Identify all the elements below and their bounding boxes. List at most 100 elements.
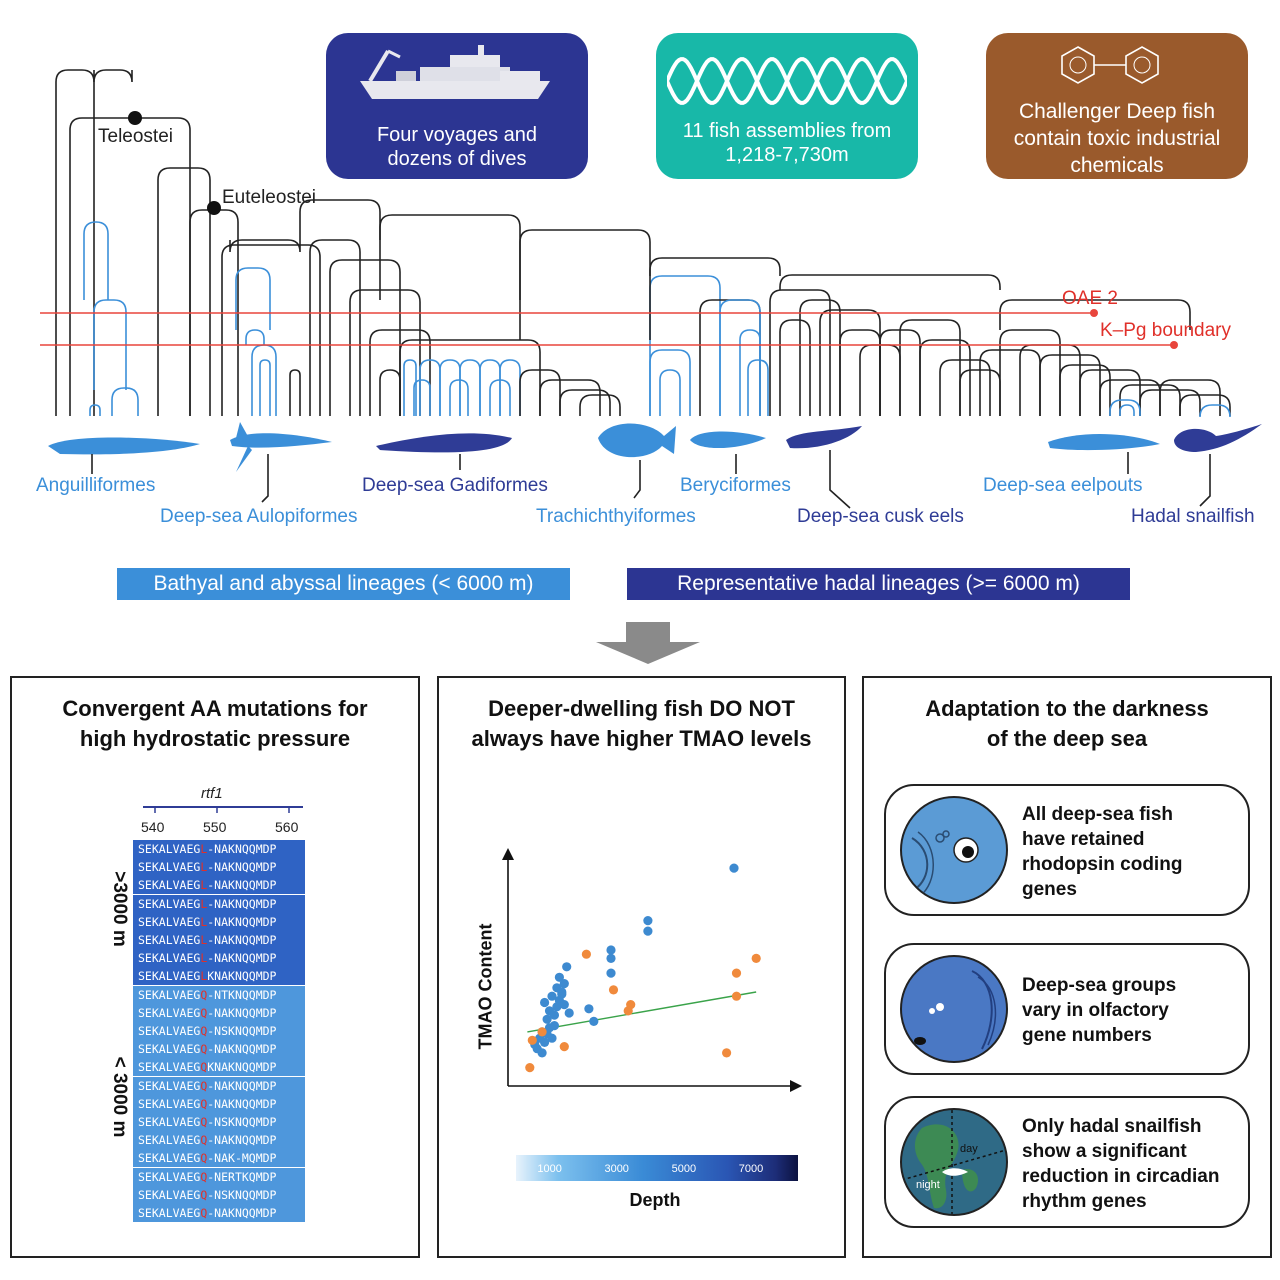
mutation-residue: Q [200, 1206, 208, 1220]
data-point-orange [731, 968, 742, 978]
sequence-prefix: SEKALVAEG [138, 1151, 201, 1166]
panel-tmao-title: Deeper-dwelling fish DO NOT always have … [439, 694, 844, 754]
card1-line1: All deep-sea fish [1022, 804, 1173, 825]
sequence-suffix: -NAKNQQMDP [207, 896, 277, 911]
mutation-residue: L [200, 896, 208, 911]
sequence-suffix: -NAKNQQMDP [207, 1078, 277, 1093]
card-olfactory-text: Deep-sea groups vary in olfactory gene n… [1022, 973, 1176, 1048]
fish-eye-illustration [900, 796, 1008, 904]
data-point-orange [537, 1027, 547, 1037]
chemicals-line3: chemicals [1070, 154, 1164, 177]
mutation-residue: Q [200, 1169, 208, 1184]
panel-aa-title: Convergent AA mutations for high hydrost… [12, 694, 418, 754]
alignment-row: SEKALVAEGQ-NERTKQMDP [133, 1167, 305, 1186]
tree-branch [349, 289, 421, 416]
globe-day-label: day [960, 1143, 978, 1155]
card-olfactory: Deep-sea groups vary in olfactory gene n… [884, 943, 1250, 1075]
alignment-row: SEKALVAEGQ-NAK-MQMDP [133, 1149, 305, 1168]
tree-branch [747, 359, 769, 416]
tree-branch [939, 359, 991, 416]
sequence-suffix: -NAKNQQMDP [207, 951, 277, 966]
data-point-blue [589, 1016, 599, 1026]
data-point-blue [549, 1021, 559, 1031]
tree-branch [1079, 369, 1141, 416]
sequence-prefix: SEKALVAEG [138, 896, 201, 911]
mutation-residue: Q [200, 1042, 208, 1057]
mutation-residue: Q [200, 1096, 208, 1111]
tree-branch [93, 299, 127, 390]
clade-label-aulopiformes: Deep-sea Aulopiformes [160, 506, 358, 527]
sequence-prefix: SEKALVAEG [138, 1169, 201, 1184]
clade-label-gadiformes: Deep-sea Gadiformes [362, 475, 548, 496]
panel-dark-title-line2: of the deep sea [986, 726, 1148, 751]
alignment-row: SEKALVAEGLKNAKNQQMDP [133, 967, 305, 986]
sequence-suffix: -NAKNQQMDP [207, 842, 277, 856]
tree-branch [649, 349, 691, 416]
sequence-suffix: KNAKNQQMDP [207, 1060, 277, 1075]
tree-branch [1119, 384, 1181, 416]
alignment-row: SEKALVAEGQKNAKNQQMDP [133, 1058, 305, 1077]
mutation-residue: L [200, 878, 208, 893]
alignment-row: SEKALVAEGQ-NSKNQQMDP [133, 1022, 305, 1040]
panel-tmao: Deeper-dwelling fish DO NOT always have … [437, 676, 846, 1258]
tree-branch [369, 329, 431, 416]
card3-line1: Only hadal snailfish [1022, 1116, 1202, 1137]
tree-branch [579, 394, 621, 416]
data-point-orange [626, 1000, 636, 1010]
tree-branch [499, 359, 521, 416]
sequence-suffix: -NAKNQQMDP [207, 914, 277, 929]
tree-branch [519, 369, 561, 416]
alignment-row: SEKALVAEGQ-NAKNQQMDP [133, 1076, 305, 1095]
sequence-suffix: KNAKNQQMDP [207, 969, 277, 984]
oae2-dot [1090, 309, 1098, 317]
assemblies-line2: 1,218-7,730m [725, 144, 849, 166]
sequence-suffix: -NSKNQQMDP [207, 1187, 277, 1202]
tree-branch [329, 259, 401, 416]
alignment-row: SEKALVAEGL-NAKNQQMDP [133, 876, 305, 895]
clade-label-anguilliformes: Anguilliformes [36, 475, 156, 496]
group-label-shallow: < 3000 m [109, 1056, 130, 1138]
chemicals-box: Challenger Deep fish contain toxic indus… [986, 33, 1248, 179]
alignment-row: SEKALVAEGQ-NSKNQQMDP [133, 1185, 305, 1204]
tree-branch [69, 117, 191, 416]
tripod-fish-silhouette [230, 422, 332, 472]
mutation-residue: L [200, 860, 208, 875]
alignment-row: SEKALVAEGL-NAKNQQMDP [133, 949, 305, 968]
data-point-blue [606, 953, 616, 963]
tree-branch [55, 69, 95, 416]
colorbar-gradient [516, 1155, 798, 1181]
mutation-residue: Q [200, 1005, 208, 1020]
tree-branch [539, 379, 601, 416]
data-point-blue [559, 1000, 569, 1010]
gene-label: rtf1 [201, 785, 223, 802]
sequence-suffix: -NAKNQQMDP [207, 933, 277, 947]
node-dot-euteleostei [207, 201, 221, 215]
sequence-suffix: -NAKNQQMDP [207, 1133, 277, 1148]
tree-branch [719, 299, 761, 416]
tree-branch [519, 229, 651, 340]
tmao-scatter-chart [502, 848, 802, 1092]
alignment-row: SEKALVAEGL-NAKNQQMDP [133, 931, 305, 949]
panel-dark-title: Adaptation to the darkness of the deep s… [864, 694, 1270, 754]
sequence-suffix: -NAKNQQMDP [207, 1042, 277, 1057]
clade-label-beryciformes: Beryciformes [680, 475, 791, 496]
tree-branch [83, 221, 109, 300]
trend-line [527, 991, 757, 1033]
sequence-prefix: SEKALVAEG [138, 1042, 201, 1057]
panel-dark-title-line1: Adaptation to the darkness [925, 696, 1209, 721]
tree-branch [839, 329, 881, 416]
card2-line3: gene numbers [1022, 1025, 1152, 1046]
colorbar-tick-label: 5000 [672, 1163, 696, 1175]
tick-label-540: 540 [141, 819, 165, 835]
tree-branch [403, 359, 417, 416]
mutation-residue: L [200, 951, 208, 966]
tree-branch [819, 309, 881, 416]
mutation-residue: Q [200, 1151, 208, 1166]
data-point-blue [643, 916, 653, 926]
alignment-row: SEKALVAEGL-NAKNQQMDP [133, 894, 305, 913]
fish-silhouettes [48, 422, 1262, 509]
mutation-residue: L [200, 969, 208, 984]
tick-label-550: 550 [203, 819, 227, 835]
alignment-row: SEKALVAEGL-NAKNQQMDP [133, 912, 305, 931]
mutation-residue: Q [200, 1187, 208, 1202]
